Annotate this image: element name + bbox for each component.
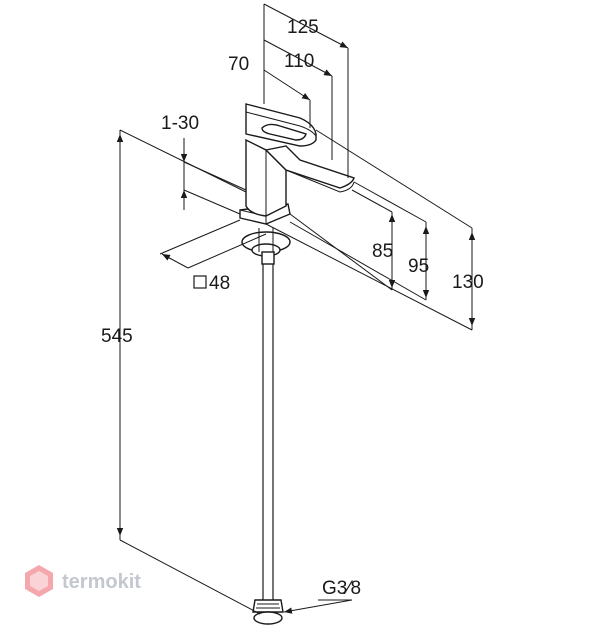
dim-label-70: 70: [228, 54, 249, 75]
dim-label-130: 130: [452, 272, 484, 293]
dim-label-545: 545: [101, 326, 133, 347]
dim-label-square-48: 48: [193, 273, 230, 294]
watermark: termokit: [25, 565, 141, 597]
dim-label-1-30: 1-30: [161, 113, 199, 134]
dim-label-85: 85: [372, 241, 393, 262]
dim-label-95: 95: [408, 256, 429, 277]
termokit-logo-icon: [25, 565, 53, 597]
watermark-brand: termokit: [62, 571, 141, 593]
dim-label-125: 125: [287, 17, 319, 38]
square-symbol-icon: [193, 275, 207, 289]
svg-text:48: 48: [209, 273, 230, 294]
faucet-body: [239, 103, 355, 625]
dim-label-thread: G3⁄8: [322, 578, 361, 599]
dimension-lines: [116, 3, 476, 615]
dim-label-110: 110: [284, 51, 314, 72]
